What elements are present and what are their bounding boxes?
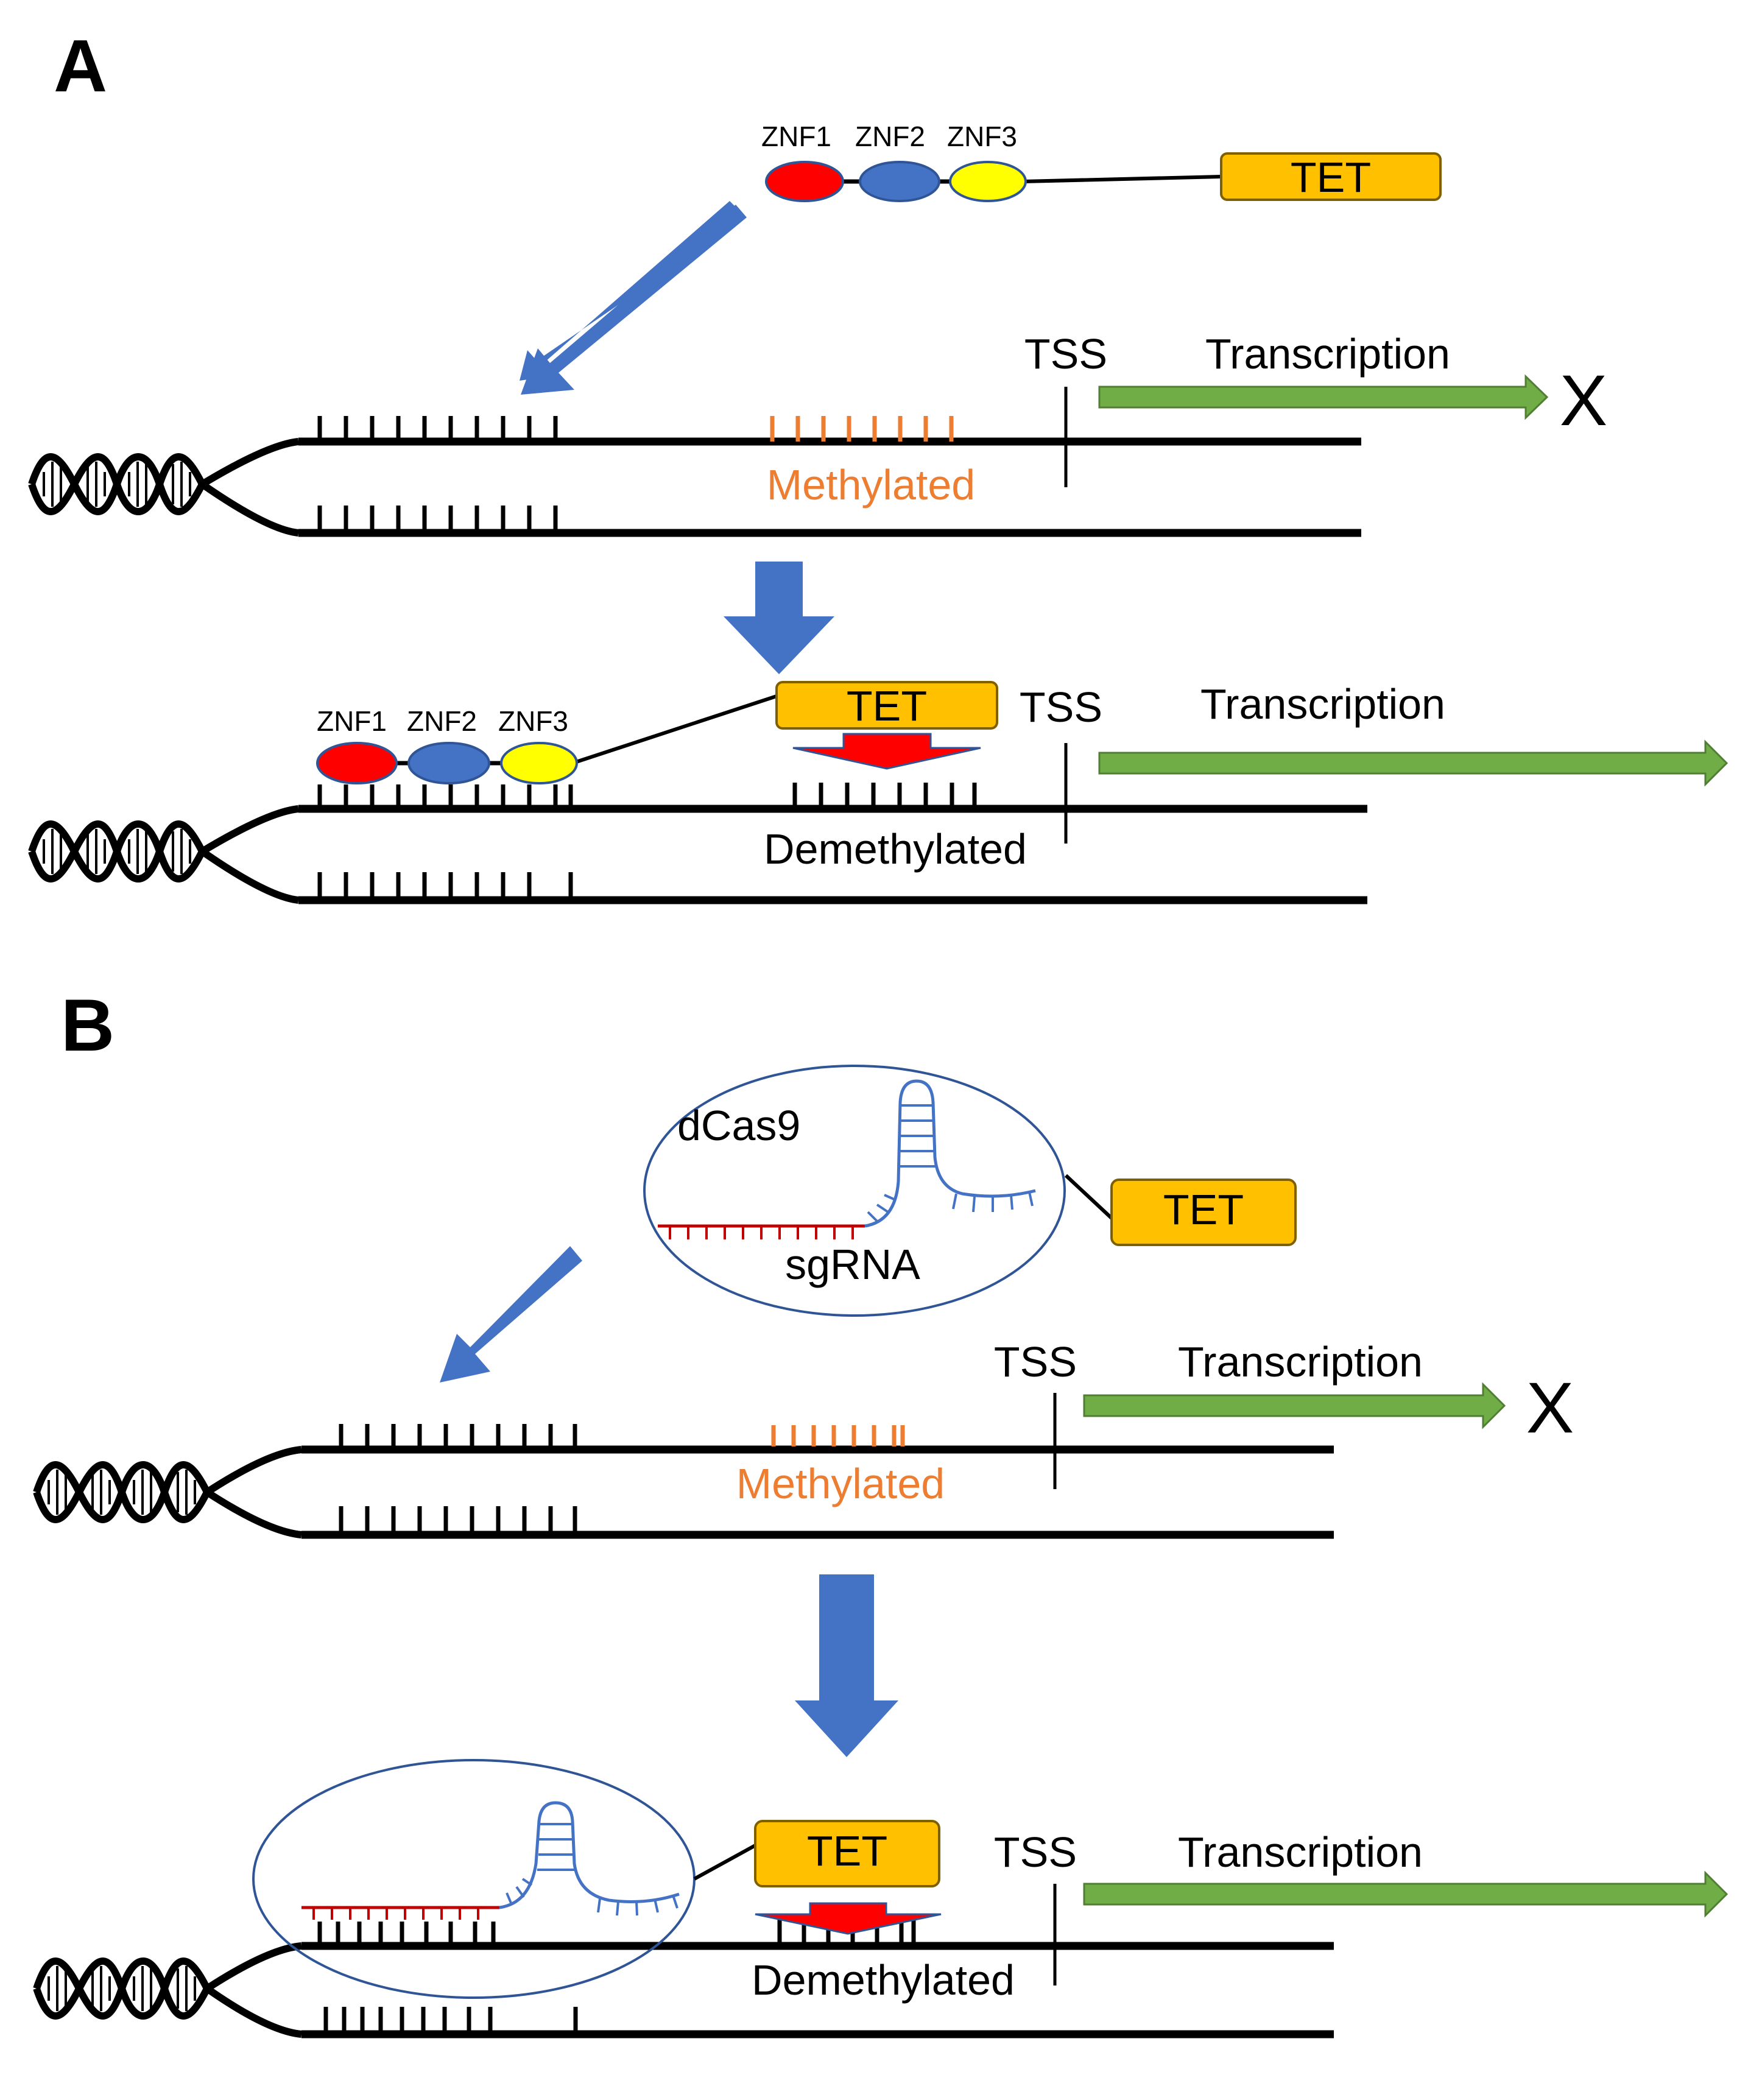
znf2-domain-bound <box>407 742 490 784</box>
sgrna-scaffold-bound <box>499 1801 680 1909</box>
znf3-domain <box>949 161 1027 202</box>
transcription-label: Transcription <box>1205 330 1450 378</box>
dcas9-outline-bound <box>252 1759 696 1999</box>
blocked-x: X <box>1560 361 1608 441</box>
znf2-label-bound: ZNF2 <box>407 705 477 737</box>
sgrna-label: sgRNA <box>785 1241 920 1288</box>
panel-a-label: A <box>54 24 107 107</box>
methylated-label: Methylated <box>767 461 975 509</box>
demethylated-label: Demethylated <box>764 825 1027 873</box>
znf3-label-bound: ZNF3 <box>498 705 568 737</box>
dna-helix-icon <box>37 1465 207 1520</box>
dcas9-tet-fusion-top: dCas9 TET sgRNA <box>643 1065 1297 1317</box>
tet-label-b-bound: TET <box>807 1827 887 1875</box>
dna-helix-icon <box>37 1961 207 2016</box>
znf1-domain-bound <box>316 742 398 784</box>
transcription-label-b-after: Transcription <box>1178 1828 1423 1876</box>
blue-arrow-icon <box>795 1574 898 1757</box>
tss-label-b-after: TSS <box>994 1828 1077 1876</box>
tet-box-b-bound <box>754 1820 940 1887</box>
znf1-label: ZNF1 <box>761 121 831 152</box>
red-arrow-icon <box>755 1902 942 1935</box>
dna-helix-icon <box>32 824 202 879</box>
dna-b-after: TET TSS Transcription Demethylated <box>37 1759 1729 2038</box>
tet-label-bound: TET <box>847 682 927 730</box>
tet-box-bound <box>775 681 998 730</box>
blue-arrow-icon <box>521 205 747 395</box>
dna-a-after: ZNF1 ZNF2 ZNF3 TET TSS Transcription Dem… <box>32 680 1729 904</box>
dna-helix-icon <box>32 457 202 512</box>
transcription-arrow-icon <box>1098 374 1549 420</box>
tss-label: TSS <box>1024 330 1107 378</box>
dna-b-before: Methylated TSS Transcription X <box>37 1338 1574 1539</box>
red-arrow-icon <box>792 733 981 770</box>
blue-arrow-icon <box>440 1246 582 1383</box>
tet-label: TET <box>1291 153 1371 201</box>
transcription-arrow-icon <box>1083 1382 1506 1429</box>
transcription-label-after: Transcription <box>1200 680 1445 728</box>
sgrna-scaffold <box>864 1079 1036 1228</box>
znf2-domain <box>859 161 940 202</box>
blue-arrow-icon <box>724 562 834 674</box>
tss-label-after: TSS <box>1020 683 1102 731</box>
znf3-label: ZNF3 <box>947 121 1017 152</box>
tet-box-b <box>1110 1179 1297 1246</box>
panel-b-label: B <box>61 984 115 1066</box>
tss-label-b: TSS <box>994 1338 1077 1386</box>
znf2-label: ZNF2 <box>855 121 925 152</box>
dcas9-label: dCas9 <box>677 1102 800 1149</box>
transcription-label-b: Transcription <box>1178 1338 1423 1386</box>
blocked-x-b: X <box>1526 1368 1574 1448</box>
demethylated-label-b: Demethylated <box>752 1956 1015 2004</box>
transcription-arrow-icon <box>1098 739 1729 787</box>
transcription-arrow-icon <box>1083 1870 1729 1918</box>
znf-tet-fusion-top: ZNF1 ZNF2 ZNF3 TET <box>761 121 1442 202</box>
znf1-domain <box>765 161 844 202</box>
znf3-domain-bound <box>500 742 578 784</box>
znf1-label-bound: ZNF1 <box>317 705 387 737</box>
methylated-label-b: Methylated <box>736 1460 945 1507</box>
dcas9-outline <box>643 1065 1066 1317</box>
tet-box <box>1220 152 1442 201</box>
dna-a-before: Methylated TSS Transcription X <box>32 330 1608 537</box>
tet-label-b: TET <box>1163 1186 1244 1233</box>
